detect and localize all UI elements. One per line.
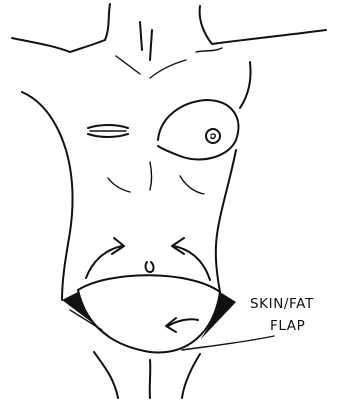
- left-chest-scar: [88, 125, 128, 137]
- label-leader-line: [182, 336, 274, 350]
- right-torso-outline: [158, 62, 251, 292]
- flap-outline: [78, 275, 220, 352]
- umbilicus: [146, 262, 154, 272]
- neck-and-clavicles: [12, 4, 326, 78]
- lower-body: [94, 352, 200, 398]
- left-arrow: [86, 238, 124, 278]
- inner-arrow: [166, 318, 198, 332]
- right-arrow: [172, 238, 210, 280]
- left-shaded-wedge: [62, 292, 110, 336]
- annotation-line-2: FLAP: [270, 318, 305, 334]
- abdominal-contours: [108, 162, 204, 194]
- left-torso-outline: [22, 92, 73, 300]
- annotation-line-1: SKIN/FAT: [250, 296, 314, 312]
